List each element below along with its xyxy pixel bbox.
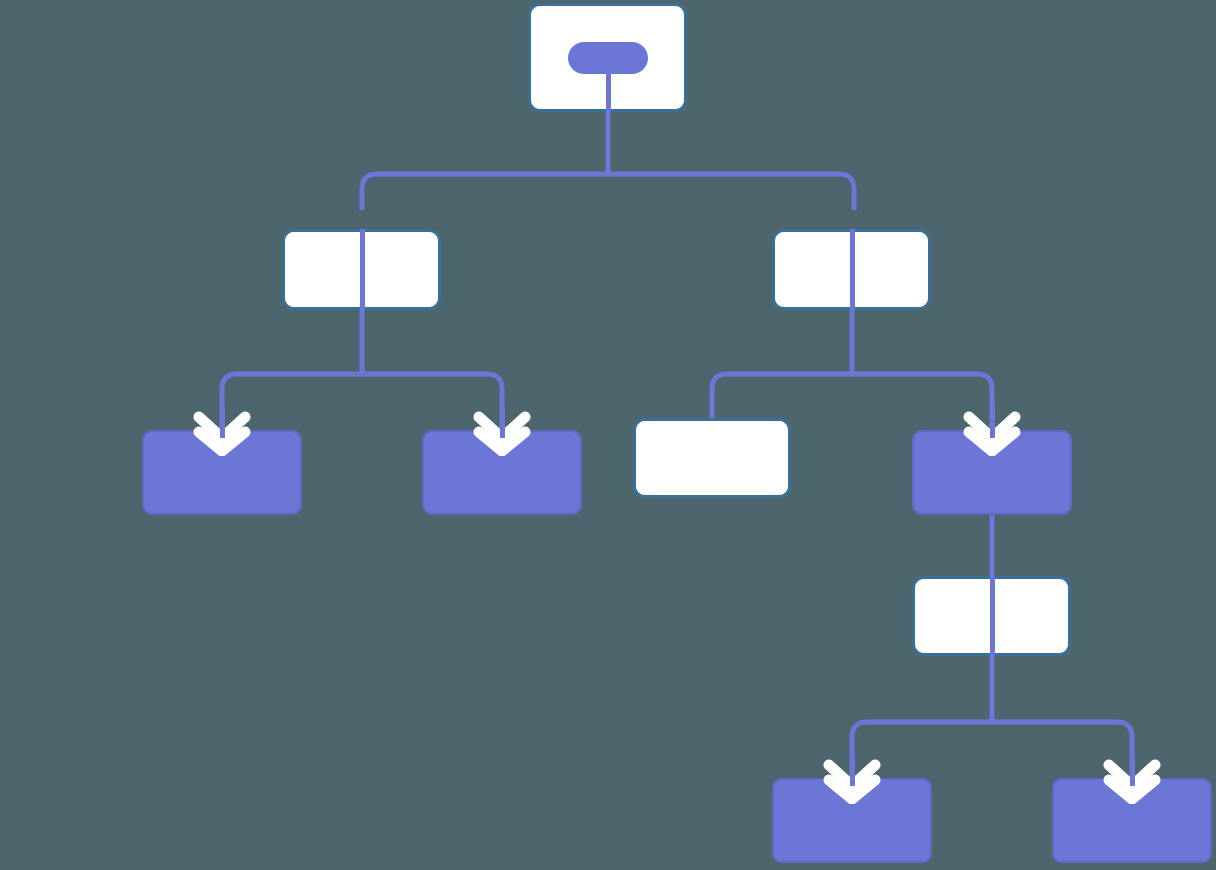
connector-edge	[219, 371, 505, 430]
connector-arrow-stem	[849, 754, 855, 786]
connector-arrow-stem	[989, 406, 995, 438]
connector-stub	[605, 74, 611, 112]
connector-arrow-stem	[219, 406, 225, 438]
connector-edge	[359, 171, 857, 210]
pill-badge-icon	[567, 42, 648, 74]
connector-arrow-stem	[1129, 754, 1135, 786]
connector-arrow-stem	[499, 406, 505, 438]
connector-stub	[359, 229, 365, 310]
diagram-node-l4-a[interactable]	[772, 778, 932, 863]
diagram-node-l4-b[interactable]	[1052, 778, 1212, 863]
connector-stub	[849, 229, 855, 310]
diagram-node-l2-c[interactable]	[633, 418, 791, 498]
diagram-node-l2-a[interactable]	[142, 430, 302, 515]
connector-edge	[849, 719, 1135, 778]
diagram-node-l2-b[interactable]	[422, 430, 582, 515]
connector-stub	[989, 576, 995, 656]
diagram-node-l2-d[interactable]	[912, 430, 1072, 515]
